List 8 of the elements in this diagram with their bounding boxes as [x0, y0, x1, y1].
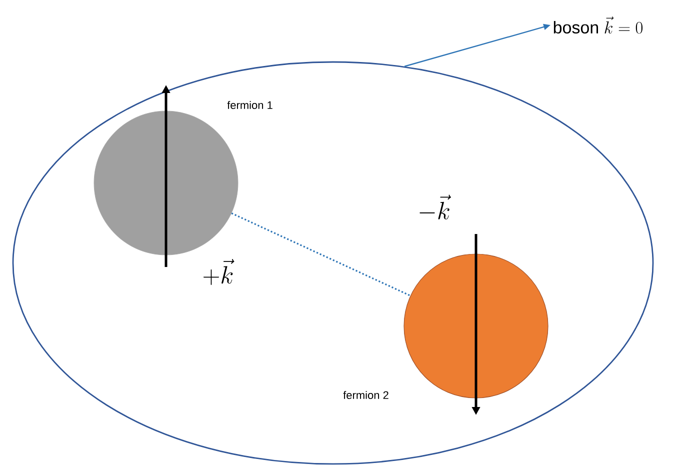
dotted-line [231, 212, 411, 296]
particle-label: fermion 1 [227, 100, 272, 110]
momentum-label: $-\vec{k}$ [420, 194, 451, 220]
particle-circle [404, 254, 548, 398]
particle-label: fermion 2 [343, 390, 388, 400]
particle-circle [94, 110, 238, 256]
ellipse-boundary [12, 61, 654, 465]
boson-label: boson $\vec{k} = 0$ [554, 16, 642, 34]
